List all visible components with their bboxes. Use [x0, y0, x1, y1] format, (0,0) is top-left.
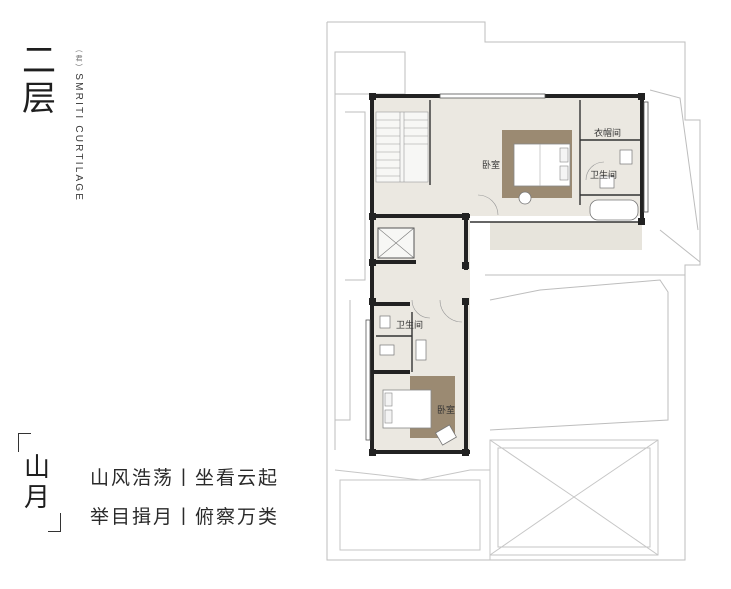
- site-outline: [326, 21, 701, 561]
- brand-line-2: CURTILAGE: [73, 125, 84, 203]
- elevator: [377, 227, 415, 259]
- bracket-close: [48, 513, 61, 532]
- bathroom-fixtures: [379, 149, 633, 361]
- room-label-closet: 衣帽间: [594, 129, 622, 139]
- lounge-chair: [435, 424, 457, 446]
- room-label-bath-main: 卫生间: [590, 171, 618, 181]
- walls: [370, 94, 644, 454]
- room-label-bedroom-main: 卧室: [482, 161, 501, 171]
- room-label-bath-second: 卫生间: [396, 321, 424, 331]
- roof-pyramid: [489, 439, 659, 556]
- poem-line-1: 山风浩荡丨坐看云起: [90, 467, 280, 489]
- bed-main: [513, 143, 571, 187]
- brand-logo: (君) SMRITI CURTILAGE: [72, 50, 85, 202]
- floor-title: 二层: [22, 41, 56, 119]
- room-label-bedroom-second: 卧室: [437, 406, 456, 416]
- project-name-block: 山月: [18, 433, 62, 533]
- bracket-open: [18, 433, 31, 452]
- columns: [369, 93, 645, 456]
- bed-second: [382, 389, 432, 429]
- windows: [365, 93, 649, 441]
- brand-line-1: SMRITI: [73, 73, 84, 121]
- bathtub: [589, 199, 639, 221]
- side-table: [518, 191, 532, 205]
- lower-terrace: [334, 469, 491, 560]
- door-swings: [411, 161, 605, 323]
- poem-line-2: 举目揖月丨俯察万类: [90, 506, 280, 528]
- interior-partitions: [376, 100, 642, 372]
- brand-seal: (君): [75, 50, 82, 69]
- project-name: 山月: [24, 453, 51, 513]
- staircase: [375, 111, 429, 183]
